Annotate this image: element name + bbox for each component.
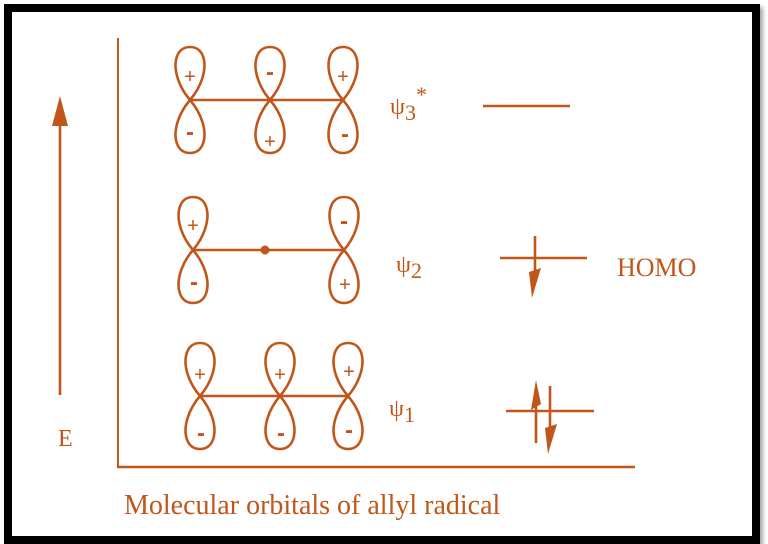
sign: -: [197, 420, 205, 447]
axes: [117, 38, 635, 469]
node-dot-icon: [260, 245, 270, 255]
diagram-caption: Molecular orbitals of allyl radical: [124, 490, 501, 521]
diagram-frame: [4, 4, 760, 544]
orbital-psi3: + - + - + -: [174, 45, 359, 155]
sign: +: [274, 364, 286, 386]
energy-level-psi2: [500, 236, 587, 298]
sign: +: [187, 215, 199, 237]
label-psi3: ψ3*: [390, 82, 427, 125]
sign: +: [184, 66, 196, 88]
energy-arrow-icon: [52, 96, 68, 395]
sign: +: [194, 364, 206, 386]
orbital-psi1: + + + - - -: [184, 341, 364, 451]
energy-label: E: [58, 426, 73, 452]
spin-down-arrow-icon: [545, 424, 557, 454]
sign: +: [337, 66, 349, 88]
sign: -: [345, 417, 353, 444]
sign: -: [190, 269, 198, 296]
sign: -: [266, 59, 274, 86]
orbital-psi2: + - - +: [177, 195, 360, 305]
homo-label: HOMO: [617, 253, 696, 282]
label-psi1: ψ1: [389, 396, 415, 427]
sign: -: [277, 420, 285, 447]
sign: +: [264, 131, 276, 153]
sign: -: [186, 119, 194, 146]
label-psi2: ψ2: [396, 252, 422, 283]
sign: -: [341, 121, 349, 148]
sign: -: [340, 208, 348, 235]
spin-down-arrow-icon: [529, 268, 541, 298]
sign: +: [339, 274, 351, 296]
sign: +: [343, 361, 355, 383]
energy-level-psi1: [506, 380, 594, 454]
spin-up-arrow-icon: [531, 380, 541, 410]
